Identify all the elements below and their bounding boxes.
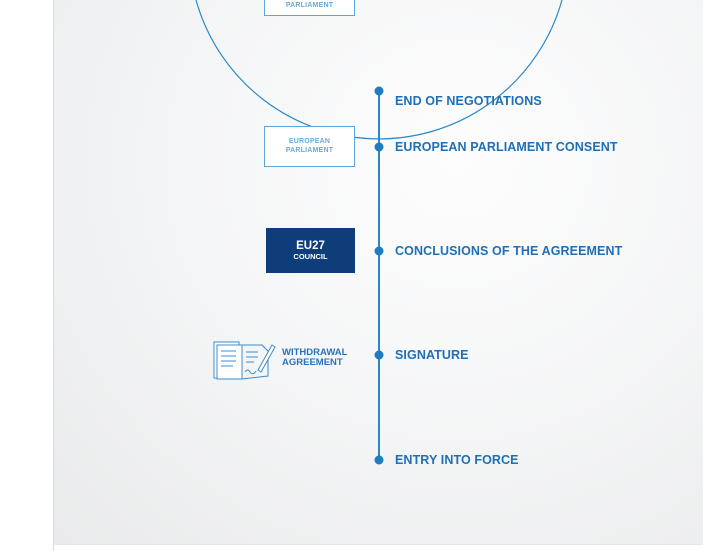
withdrawal-agreement-label: WITHDRAWAL AGREEMENT <box>282 347 348 369</box>
step-dot-end-of-negotiations <box>374 86 384 96</box>
panel-bottom-border <box>54 544 703 545</box>
agreement-document-icon <box>213 341 276 380</box>
step-dot-signature <box>374 350 384 360</box>
withdrawal-agreement-line1: WITHDRAWAL <box>282 347 348 358</box>
parliament-box-top-label: PARLIAMENT <box>285 2 334 9</box>
step-dot-entry-into-force <box>374 455 384 465</box>
step-parliament-consent: EUROPEAN PARLIAMENT CONSENT <box>395 140 618 154</box>
step-entry-into-force: ENTRY INTO FORCE <box>395 453 519 467</box>
withdrawal-agreement-line2: AGREEMENT <box>282 357 343 369</box>
step-conclusions: CONCLUSIONS OF THE AGREEMENT <box>395 244 623 258</box>
step-end-of-negotiations: END OF NEGOTIATIONS <box>395 94 542 108</box>
step-dot-conclusions <box>374 246 384 256</box>
european-parliament-box: EUROPEAN PARLIAMENT <box>264 126 355 167</box>
european-parliament-box-line1: EUROPEAN <box>288 138 331 146</box>
eu27-council-box-line1: EU27 <box>296 239 325 252</box>
eu27-council-box-line2: COUNCIL <box>293 251 328 261</box>
eu27-council-box: EU27 COUNCIL <box>266 228 355 273</box>
european-parliament-box-line2: PARLIAMENT <box>285 146 334 154</box>
step-signature: SIGNATURE <box>395 348 469 362</box>
parliament-box-top: PARLIAMENT <box>264 0 355 16</box>
left-border-rule <box>53 0 54 551</box>
step-dot-parliament-consent <box>374 142 384 152</box>
